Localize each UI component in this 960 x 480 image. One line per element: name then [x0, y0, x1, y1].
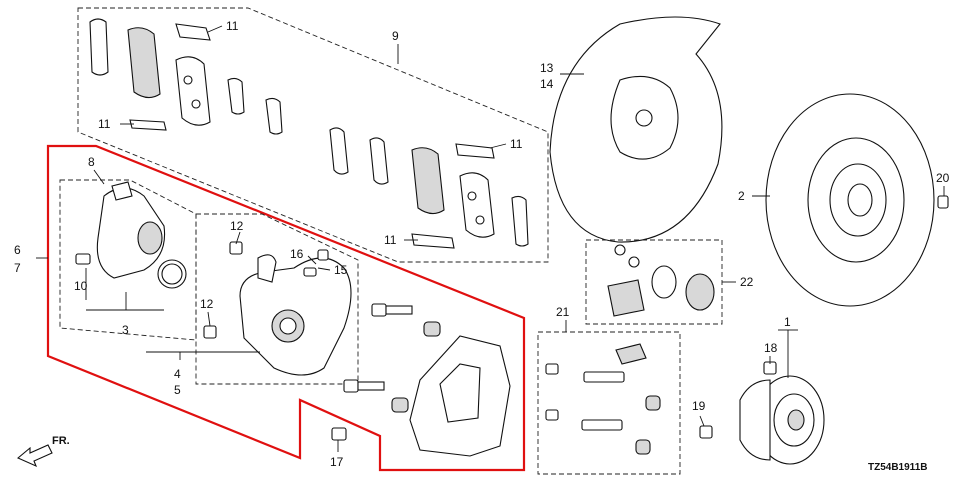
caliper-assembly-outline	[46, 144, 526, 472]
callout-12-b: 12	[200, 297, 214, 311]
splash-shield	[549, 16, 723, 243]
guide-pin-upper	[371, 303, 441, 337]
callout-18: 18	[764, 341, 778, 355]
callout-17: 17	[330, 455, 344, 469]
caliper-bolt-lower	[203, 325, 217, 339]
callout-3: 3	[122, 323, 129, 337]
pad-clip-upper	[129, 23, 211, 131]
callout-2: 2	[738, 189, 745, 203]
leader-lines	[36, 25, 945, 452]
bleeder-screw	[303, 267, 317, 277]
callout-13: 13	[540, 61, 554, 75]
callout-4: 4	[174, 367, 181, 381]
hub-mounting-bolt	[699, 425, 713, 439]
callout-19: 19	[692, 399, 706, 413]
brake-pad-set-lower	[329, 127, 529, 247]
caliper-body-group-outline	[195, 213, 359, 385]
callout-6: 6	[14, 243, 21, 257]
brake-disc	[765, 93, 935, 307]
callout-21: 21	[556, 305, 570, 319]
callout-1: 1	[784, 315, 791, 329]
hub-bearing-unit	[739, 375, 825, 465]
front-direction-label: FR.	[52, 435, 70, 447]
caliper-bolt-kit	[545, 343, 661, 455]
parking-brake-motor	[96, 181, 166, 279]
callout-14: 14	[540, 77, 554, 91]
front-direction-arrow: FR.	[16, 435, 70, 468]
callout-11-d: 11	[384, 233, 397, 247]
caliper-bolt-kit-group-outline	[537, 331, 681, 475]
pad-kit-group-outline	[77, 7, 549, 263]
pad-clip-lower	[411, 143, 495, 249]
callout-11-a: 11	[226, 19, 239, 33]
callout-15: 15	[334, 263, 348, 277]
callout-7: 7	[14, 261, 21, 275]
bracket-bolt	[331, 427, 347, 441]
brake-pad-set-upper	[89, 18, 283, 135]
disc-screw	[937, 195, 949, 209]
piston-seal-kit	[607, 244, 715, 317]
callout-16: 16	[290, 247, 304, 261]
callout-11-c: 11	[510, 137, 523, 151]
callout-8: 8	[88, 155, 95, 169]
callout-9: 9	[392, 29, 399, 43]
motor-unit-group-outline	[59, 179, 197, 341]
callout-11-b: 11	[98, 117, 111, 131]
callout-5: 5	[174, 383, 181, 397]
motor-bolt	[75, 253, 91, 265]
seal-kit-group-outline	[585, 239, 723, 325]
guide-pin-lower	[343, 379, 409, 413]
callout-10: 10	[74, 279, 88, 293]
callout-22: 22	[740, 275, 754, 289]
callout-12-a: 12	[230, 219, 244, 233]
caliper-bolt-upper	[229, 241, 243, 255]
caliper-body	[239, 254, 352, 376]
diagram-code: TZ54B1911B	[868, 462, 927, 473]
callout-20: 20	[936, 171, 950, 185]
